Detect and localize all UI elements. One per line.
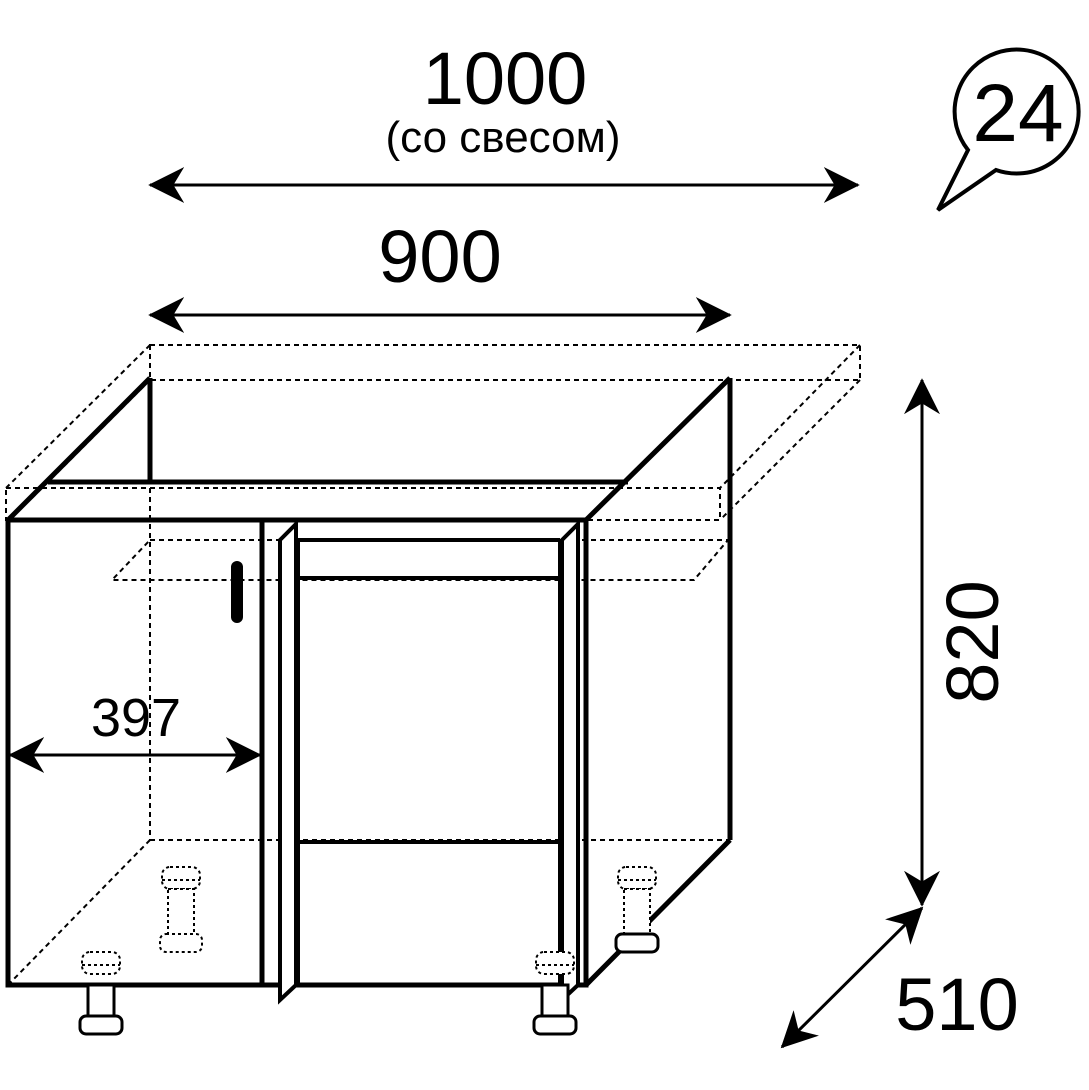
leg-back-left — [159, 866, 203, 953]
door-panels — [278, 519, 580, 1005]
leg-front-right — [532, 951, 578, 1036]
hidden-edges — [7, 380, 731, 986]
label-900: 900 — [378, 215, 501, 298]
adjustable-legs — [78, 866, 660, 1036]
label-1000: 1000 — [423, 37, 588, 120]
position-badge: 24 — [936, 47, 1081, 212]
badge-bubble — [936, 47, 1081, 212]
badge-number: 24 — [972, 68, 1063, 159]
leg-front-left — [78, 951, 124, 1036]
cabinet-carcass — [5, 376, 733, 988]
label-510: 510 — [895, 963, 1018, 1046]
inner-opening — [296, 538, 562, 985]
label-overhang-note: (со свесом) — [385, 113, 620, 162]
dimension-lines — [8, 167, 940, 1049]
arrow-510 — [780, 906, 924, 1049]
leg-back-right — [614, 866, 660, 954]
label-820: 820 — [931, 580, 1014, 703]
door-handle — [231, 561, 243, 623]
label-397: 397 — [91, 688, 181, 748]
